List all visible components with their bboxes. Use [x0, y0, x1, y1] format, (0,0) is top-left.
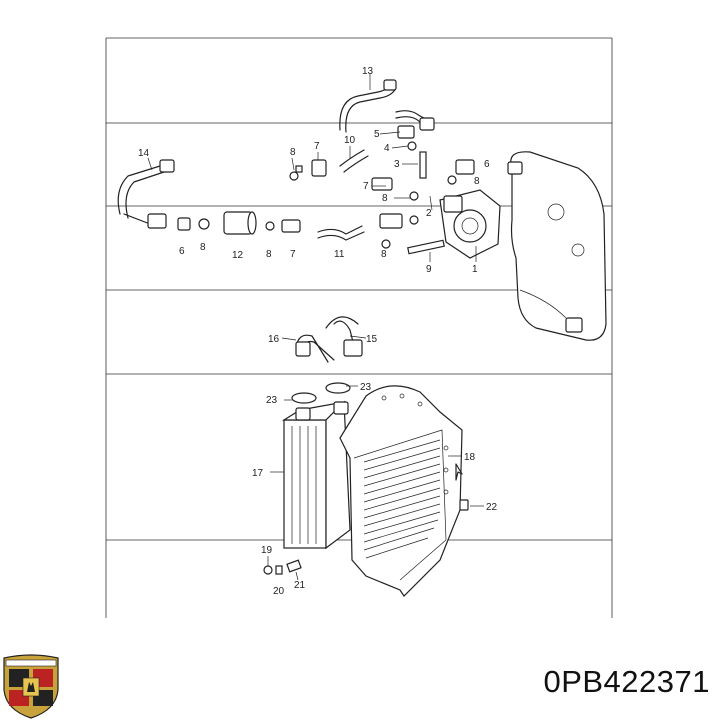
- callout-5: 5: [374, 129, 380, 140]
- callout-18: 18: [464, 452, 476, 463]
- callout-17: 17: [252, 468, 264, 479]
- callout-10: 10: [344, 135, 356, 146]
- diagram-frame: [105, 37, 613, 618]
- small-fasteners: [263, 499, 469, 575]
- callout-8: 8: [382, 193, 388, 204]
- fittings-row: [177, 125, 475, 255]
- callout-labels: 13 14 8 7 10 5 4 3 6 8 7 8 2 6 8 12 8 7 …: [138, 66, 498, 597]
- leader-lines: [267, 131, 484, 581]
- oil-line-13: [339, 74, 435, 133]
- callout-7: 7: [363, 181, 369, 192]
- callout-15: 15: [366, 334, 378, 345]
- callout-8: 8: [474, 176, 480, 187]
- callout-8: 8: [290, 147, 296, 158]
- callout-14: 14: [138, 148, 150, 159]
- callout-8: 8: [266, 249, 272, 260]
- callout-16: 16: [268, 334, 280, 345]
- callout-12: 12: [232, 250, 244, 261]
- callout-9: 9: [426, 264, 432, 275]
- oil-cooler-17: [281, 382, 351, 550]
- callout-6: 6: [179, 246, 185, 257]
- thermostat-housing-1: [439, 189, 501, 259]
- callout-1: 1: [472, 264, 478, 275]
- callout-11: 11: [334, 249, 345, 260]
- oil-pipes-15-16: [295, 316, 363, 363]
- callout-8: 8: [200, 242, 206, 253]
- cooling-shroud-18: [339, 385, 463, 597]
- callout-4: 4: [384, 143, 390, 154]
- callout-6: 6: [484, 159, 490, 170]
- callout-13: 13: [362, 66, 374, 77]
- callout-7: 7: [290, 249, 296, 260]
- callout-23: 23: [266, 395, 278, 406]
- callout-2: 2: [426, 208, 432, 219]
- callout-21: 21: [294, 580, 306, 591]
- porsche-crest-logo: [3, 654, 59, 719]
- callout-23: 23: [360, 382, 372, 393]
- oil-tank: [507, 151, 607, 341]
- callout-22: 22: [486, 502, 498, 513]
- callout-8: 8: [381, 249, 387, 260]
- callout-20: 20: [273, 586, 285, 597]
- part-number: 0PB422371: [543, 664, 710, 699]
- oil-line-14: [117, 157, 175, 229]
- callout-7: 7: [314, 141, 320, 152]
- callout-19: 19: [261, 545, 273, 556]
- callout-3: 3: [394, 159, 400, 170]
